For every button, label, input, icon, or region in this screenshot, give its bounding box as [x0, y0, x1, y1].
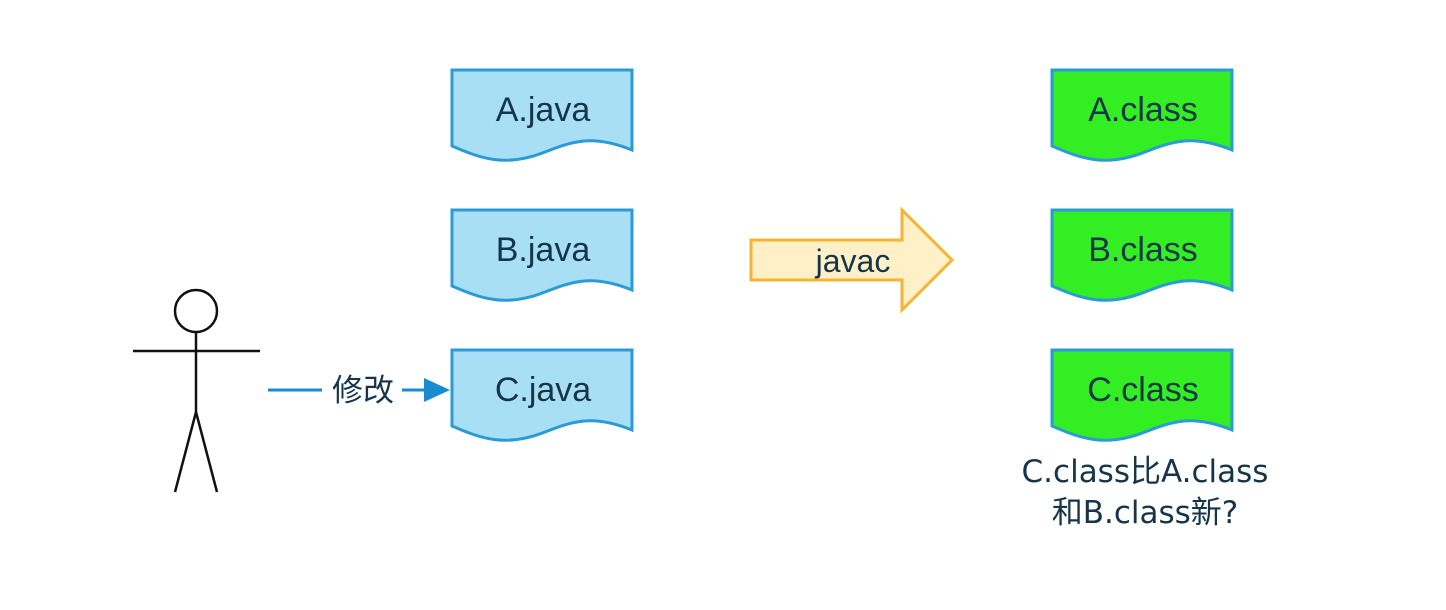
modify-edge-label: 修改: [332, 373, 394, 409]
compiled-file-c-shape: [1050, 348, 1234, 442]
compiled-file-b-shape: [1050, 208, 1234, 302]
compiled-file-b-label: B.class: [1088, 231, 1198, 269]
source-file-b-shape: [450, 208, 634, 302]
actor-left-leg: [173, 411, 198, 493]
compiled-file-c-label: C.class: [1087, 371, 1198, 409]
source-file-a-label: A.java: [496, 91, 591, 129]
source-file-c-label: C.java: [495, 371, 591, 409]
source-file-a: A.java: [450, 68, 634, 162]
compiled-file-c: C.class: [1050, 348, 1234, 442]
modify-edge: 修改: [268, 373, 450, 409]
actor-right-leg: [194, 411, 219, 493]
source-file-b: B.java: [450, 208, 634, 302]
developer-actor: [133, 288, 260, 493]
source-file-b-label: B.java: [496, 231, 591, 269]
note-line-1: C.class比A.class: [1021, 454, 1269, 490]
source-file-c: C.java: [450, 348, 634, 442]
modify-edge-arrowhead: [424, 378, 450, 402]
actor-head: [173, 288, 219, 334]
note-line-2: 和B.class新?: [1051, 495, 1239, 531]
timestamp-question-note: C.class比A.class 和B.class新?: [985, 452, 1305, 534]
compile-arrow-shape: [749, 206, 955, 314]
compiled-file-a-shape: [1050, 68, 1234, 162]
compile-arrow-label: javac: [815, 243, 891, 279]
source-file-c-shape: [450, 348, 634, 442]
compiled-file-a: A.class: [1050, 68, 1234, 162]
compiled-file-b: B.class: [1050, 208, 1234, 302]
compile-arrow: javac: [749, 206, 955, 314]
source-file-a-shape: [450, 68, 634, 162]
compiled-file-a-label: A.class: [1088, 91, 1198, 129]
